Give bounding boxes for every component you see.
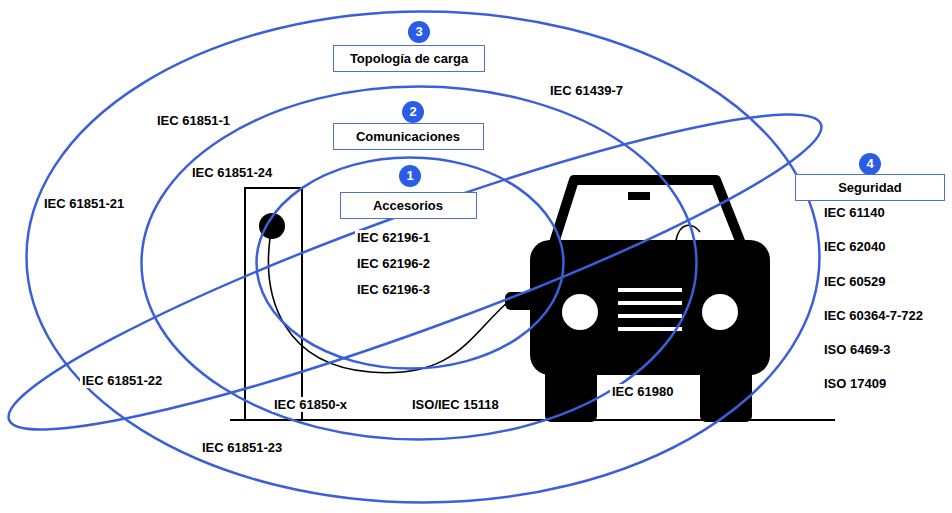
standard-label: ISO 17409 bbox=[822, 376, 888, 391]
ellipse-outline bbox=[27, 12, 820, 503]
car-grille bbox=[618, 290, 682, 329]
callout-number: 3 bbox=[408, 21, 430, 43]
standard-label: ISO 6469-3 bbox=[822, 342, 893, 357]
standard-label: IEC 61851-23 bbox=[200, 440, 284, 455]
region-heading: Seguridad bbox=[795, 174, 945, 201]
car-wheel bbox=[700, 360, 752, 422]
standard-label: IEC 61980 bbox=[610, 384, 675, 399]
region-heading: Comunicaciones bbox=[333, 123, 484, 150]
ellipse-outline bbox=[257, 158, 564, 369]
standard-label: IEC 60529 bbox=[822, 274, 887, 289]
standard-label: IEC 61851-21 bbox=[42, 196, 126, 211]
standard-label: IEC 62196-2 bbox=[355, 256, 432, 271]
standard-label: IEC 61439-7 bbox=[548, 83, 625, 98]
standard-label: IEC 61140 bbox=[822, 205, 887, 220]
standard-label: IEC 61851-22 bbox=[80, 373, 164, 388]
car-body bbox=[530, 240, 770, 375]
standard-label: IEC 62196-1 bbox=[355, 230, 432, 245]
standard-label: ISO/IEC 15118 bbox=[410, 397, 501, 412]
charging-cable bbox=[269, 238, 508, 373]
ellipse-outline bbox=[0, 70, 841, 475]
car-mirror bbox=[628, 192, 650, 200]
region-heading: Accesorios bbox=[340, 192, 477, 219]
callout-number: 1 bbox=[399, 165, 421, 187]
car-headlight bbox=[562, 294, 598, 330]
standard-label: IEC 60364-7-722 bbox=[822, 308, 925, 323]
region-heading: Topología de carga bbox=[333, 45, 485, 72]
standard-label: IEC 62196-3 bbox=[355, 282, 432, 297]
callout-number: 2 bbox=[402, 101, 424, 123]
standard-label: IEC 61850-x bbox=[272, 397, 349, 412]
car-roof bbox=[553, 180, 742, 246]
standard-label: IEC 62040 bbox=[822, 239, 887, 254]
car-wheel bbox=[545, 360, 597, 422]
callout-number: 4 bbox=[859, 153, 881, 175]
car-cable bbox=[676, 225, 700, 240]
standard-label: IEC 61851-24 bbox=[190, 165, 274, 180]
ellipse-outline bbox=[142, 87, 697, 440]
car-headlight bbox=[702, 294, 738, 330]
standard-label: IEC 61851-1 bbox=[155, 113, 232, 128]
